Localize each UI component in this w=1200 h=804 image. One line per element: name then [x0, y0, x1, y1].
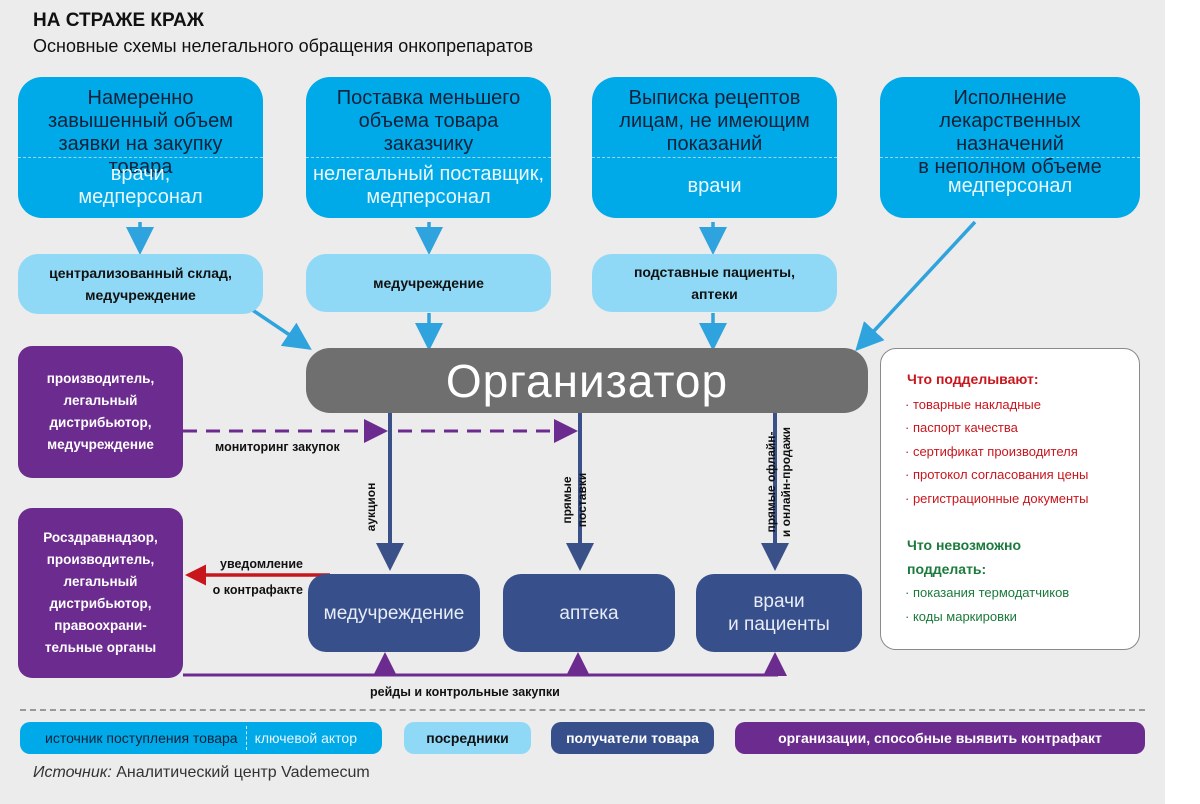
source-4-line-2: лекарственных назначений — [939, 110, 1081, 155]
arrow-source4-to-organizer — [855, 220, 977, 352]
source-1-line-3: заявки на закупку товара — [58, 133, 223, 178]
source-2-line-1: Поставка меньшего — [336, 87, 521, 109]
organizer-box: Организатор — [306, 348, 868, 413]
legend-intermediaries: посредники — [404, 722, 531, 754]
intermediary-box-3: подставные пациенты, аптеки — [592, 254, 837, 312]
source-2-actor-2: медперсонал — [366, 186, 491, 208]
unforgeable-item-1: · показания термодатчиков — [905, 585, 1070, 600]
source-2-line-2: объема товара — [358, 110, 499, 132]
legend-source-label: источник поступления товара — [45, 730, 238, 746]
source-2-line-3: заказчику — [383, 133, 474, 155]
recipient-hospital-label: медучреждение — [323, 602, 465, 624]
source-3-line-3: показаний — [666, 133, 763, 155]
direct-label-line-1: прямые — [560, 476, 574, 524]
legend-recipients-label: получатели товара — [566, 730, 699, 746]
page-edge — [1165, 0, 1200, 804]
recipient-doctors-line-1: врачи — [753, 591, 805, 612]
unforgeable-heading: Что невозможно подделать: — [907, 537, 1022, 577]
regulators-line-3: легальный — [63, 574, 138, 589]
intermediary-2-line-1: медучреждение — [373, 275, 484, 291]
forged-item-5: · регистрационные документы — [905, 491, 1089, 506]
source-2-divider — [306, 157, 551, 158]
forgery-info-box: Что подделывают: · товарные накладные · … — [880, 348, 1140, 650]
regulators-box: Росздравнадзор, производитель, легальный ди… — [18, 508, 183, 678]
legend-detectors: организации, способные выявить контрафак… — [735, 722, 1145, 754]
legend-divider — [20, 709, 1145, 711]
legend-actor-label: ключевой актор — [254, 730, 357, 746]
monitors-line-2: легальный — [63, 393, 138, 408]
legend-source: источник поступления товара ключевой акт… — [20, 722, 382, 754]
regulators-line-2: производитель, — [46, 552, 155, 567]
source-note-label: Источник: — [33, 764, 112, 781]
regulators-line-6: тельные органы — [44, 640, 157, 655]
recipient-pharmacy: аптека — [503, 574, 675, 652]
regulators-line-1: Росздравнадзор, — [43, 530, 158, 545]
recipient-pharmacy-label: аптека — [559, 602, 619, 624]
intermediary-box-1: централизованный склад, медучреждение — [18, 254, 263, 314]
regulators-line-4: дистрибьютор, — [49, 596, 152, 611]
sales-label: прямые офлайн-и онлайн-продажи — [764, 419, 798, 545]
regulators-line-5: правоохрани- — [54, 618, 147, 633]
source-3-line-1: Выписка рецептов — [628, 87, 801, 109]
forged-item-3: · сертификат производителя — [905, 444, 1078, 459]
legend-intermediaries-label: посредники — [426, 730, 509, 746]
monitors-line-1: производитель, — [46, 371, 155, 386]
legend-detectors-label: организации, способные выявить контрафак… — [778, 730, 1102, 746]
sales-label-line-2: и онлайн-продажи — [779, 426, 793, 538]
source-note: Источник: Аналитический центр Vademecum — [33, 764, 370, 782]
source-2-actor-1: нелегальный поставщик, — [312, 163, 545, 185]
direct-label-line-2: поставки — [575, 472, 589, 528]
source-note-text: Аналитический центр Vademecum — [111, 764, 370, 781]
source-3-actor-1: врачи — [687, 175, 742, 197]
intermediary-box-2: медучреждение — [306, 254, 551, 312]
forged-item-4: · протокол согласования цены — [905, 467, 1089, 482]
arrow-mid1-to-organizer — [247, 305, 312, 350]
source-4-line-1: Исполнение — [953, 87, 1067, 109]
unforgeable-item-2: · коды маркировки — [905, 609, 1017, 624]
source-1-actor-1: врачи, — [110, 163, 171, 185]
legend-recipients: получатели товара — [551, 722, 714, 754]
forged-heading: Что подделывают: — [907, 371, 1039, 387]
intermediary-1-line-2: медучреждение — [85, 287, 196, 303]
monitors-line-3: дистрибьютор, — [49, 415, 152, 430]
recipient-hospital: медучреждение — [308, 574, 480, 652]
raids-label: рейды и контрольные закупки — [370, 685, 560, 699]
forged-item-1: · товарные накладные — [905, 397, 1041, 412]
source-4-actor-1: медперсонал — [947, 175, 1073, 197]
intermediary-1-line-1: централизованный склад, — [49, 265, 232, 281]
monitors-line-4: медучреждение — [47, 437, 154, 452]
source-4-line-3: в неполном объеме — [918, 156, 1102, 178]
source-3-line-2: лицам, не имеющим — [619, 110, 810, 132]
monitors-box: производитель, легальный дистрибьютор, меду… — [18, 346, 183, 478]
page-subtitle: Основные схемы нелегального обращения он… — [33, 36, 534, 56]
notify-line-2: о контрафакте — [212, 583, 303, 597]
source-1-actor-2: медперсонал — [78, 186, 203, 208]
forged-item-2: · паспорт качества — [905, 420, 1018, 435]
intermediary-3-line-1: подставные пациенты, — [633, 264, 796, 280]
organizer-label: Организатор — [445, 354, 729, 407]
notification-label: уведомление о контрафакте — [203, 551, 303, 603]
auction-label-text: аукцион — [364, 482, 378, 532]
legend-source-separator — [245, 726, 247, 750]
page-title: НА СТРАЖЕ КРАЖ — [33, 10, 204, 31]
intermediary-3-line-2: аптеки — [691, 286, 738, 302]
source-1-line-1: Намеренно — [87, 87, 194, 109]
recipient-doctors-line-2: и пациенты — [728, 614, 830, 635]
source-1-divider — [18, 157, 263, 158]
monitoring-label: мониторинг закупок — [215, 440, 340, 454]
auction-label: аукцион — [364, 467, 382, 547]
notify-line-1: уведомление — [220, 557, 303, 571]
source-4-divider — [880, 157, 1140, 158]
sales-label-line-1: прямые офлайн- — [764, 431, 778, 533]
source-3-divider — [592, 157, 837, 158]
source-1-line-2: завышенный объем — [48, 110, 233, 132]
